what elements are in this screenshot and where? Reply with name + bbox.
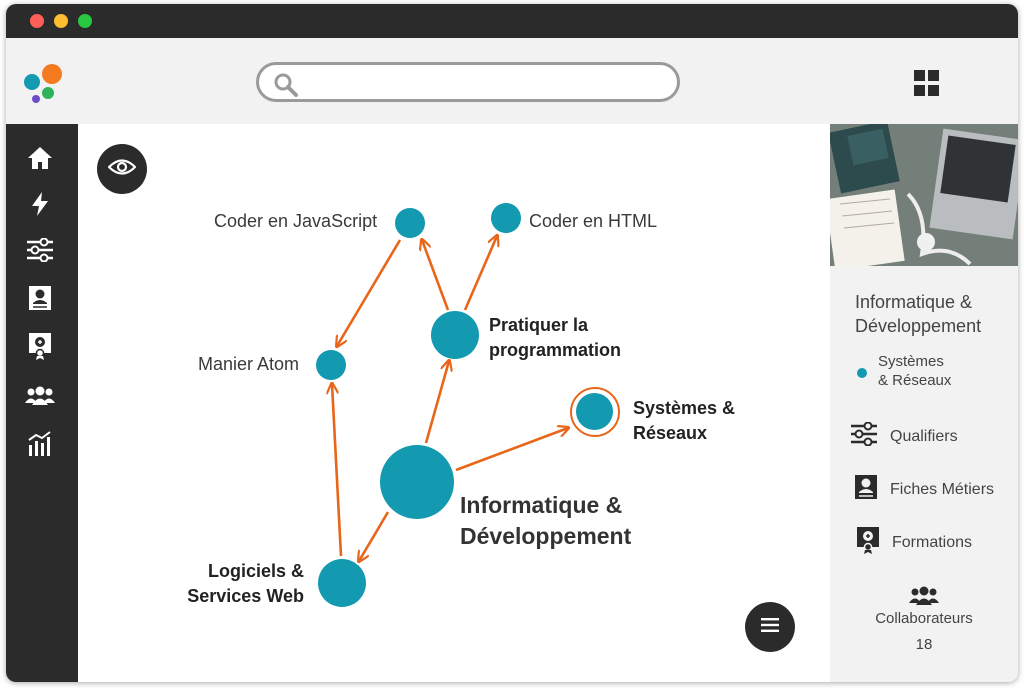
panel-subcategory-line2: & Réseaux	[878, 372, 952, 389]
node-label-log-line2: Services Web	[187, 586, 304, 606]
trainings-label: Formations	[892, 533, 973, 551]
home-icon[interactable]	[24, 142, 56, 174]
node-label-coder-html: Coder en HTML	[529, 211, 658, 231]
node-label-logiciels-services-web: Logiciels & Services Web	[176, 559, 304, 609]
dots-logo-icon[interactable]	[22, 64, 66, 108]
id-card-icon[interactable]	[24, 282, 56, 314]
node-systemes-reseaux[interactable]	[576, 393, 613, 430]
details-panel: Informatique & Développement Systèmes & …	[830, 124, 1018, 682]
graph-menu-button[interactable]	[745, 602, 795, 652]
node-label-pratiquer-programmation: Pratiquer la programmation	[489, 313, 621, 363]
grid-icon[interactable]	[914, 70, 940, 96]
trainings-link[interactable]: Formations	[856, 526, 972, 559]
close-window-button[interactable]	[30, 14, 44, 28]
panel-title-line2: Développement	[855, 316, 982, 336]
qualifiers-link[interactable]: Qualifiers	[850, 421, 958, 451]
minimize-window-button[interactable]	[54, 14, 68, 28]
title-bar	[6, 4, 1018, 38]
node-label-sys-line2: Réseaux	[633, 423, 708, 443]
edge-info-log	[359, 511, 390, 561]
sliders-icon	[850, 421, 878, 451]
app-window: Informatique & Développement Systèmes & …	[6, 4, 1018, 682]
maximize-window-button[interactable]	[78, 14, 92, 28]
qualifiers-label: Qualifiers	[890, 427, 958, 445]
eye-icon	[107, 158, 137, 181]
node-manier-atom[interactable]	[316, 350, 346, 380]
bar-chart-icon[interactable]	[24, 428, 56, 460]
edge-info-prog	[424, 361, 449, 444]
node-label-coder-javascript: Coder en JavaScript	[214, 211, 378, 231]
job-sheets-link[interactable]: Fiches Métiers	[854, 474, 994, 505]
panel-subcategory-line1: Systèmes	[878, 353, 944, 370]
search-input[interactable]	[256, 62, 680, 102]
node-pratiquer-programmation[interactable]	[431, 311, 479, 359]
category-photo	[830, 124, 1018, 266]
node-label-prog-line1: Pratiquer la	[489, 315, 589, 335]
panel-title-line1: Informatique &	[855, 292, 973, 312]
node-label-systemes-reseaux: Systèmes & Réseaux	[633, 396, 735, 446]
certificate-icon	[856, 526, 880, 559]
panel-subcategory[interactable]: Systèmes & Réseaux	[878, 352, 998, 390]
certificate-icon[interactable]	[24, 330, 56, 362]
edge-info-sys	[455, 428, 568, 472]
users-icon[interactable]	[24, 380, 56, 412]
collaborators-label: Collaborateurs	[875, 610, 973, 627]
node-coder-javascript[interactable]	[395, 208, 425, 238]
node-informatique-developpement[interactable]	[380, 445, 454, 519]
search-icon	[273, 72, 299, 103]
menu-icon	[761, 617, 779, 638]
node-label-informatique-developpement: Informatique & Développement	[460, 490, 631, 552]
node-label-info-line1: Informatique &	[460, 492, 623, 518]
panel-title: Informatique & Développement	[855, 290, 1015, 338]
view-toggle-button[interactable]	[97, 144, 147, 194]
edge-prog-js	[422, 240, 450, 311]
lightning-icon[interactable]	[24, 188, 56, 220]
id-card-icon	[854, 474, 878, 505]
users-icon	[830, 586, 1018, 610]
node-label-log-line1: Logiciels &	[207, 561, 304, 581]
sliders-icon[interactable]	[24, 234, 56, 266]
job-sheets-label: Fiches Métiers	[890, 480, 995, 498]
edge-log-atom	[332, 384, 343, 557]
node-coder-html[interactable]	[491, 203, 521, 233]
collaborators-count: 18	[915, 636, 933, 653]
node-label-prog-line2: programmation	[489, 340, 622, 360]
node-systemes-reseaux-selected-ring[interactable]	[570, 387, 620, 437]
node-logiciels-services-web[interactable]	[318, 559, 366, 607]
node-label-info-line2: Développement	[460, 523, 632, 549]
skills-graph	[78, 124, 830, 682]
edge-js-atom	[337, 239, 402, 346]
node-label-manier-atom: Manier Atom	[198, 354, 300, 374]
edge-prog-html	[463, 236, 497, 311]
node-label-sys-line1: Systèmes &	[633, 398, 736, 418]
app-header	[6, 38, 1018, 124]
subcategory-dot-icon	[857, 368, 867, 378]
sidebar	[6, 124, 78, 682]
